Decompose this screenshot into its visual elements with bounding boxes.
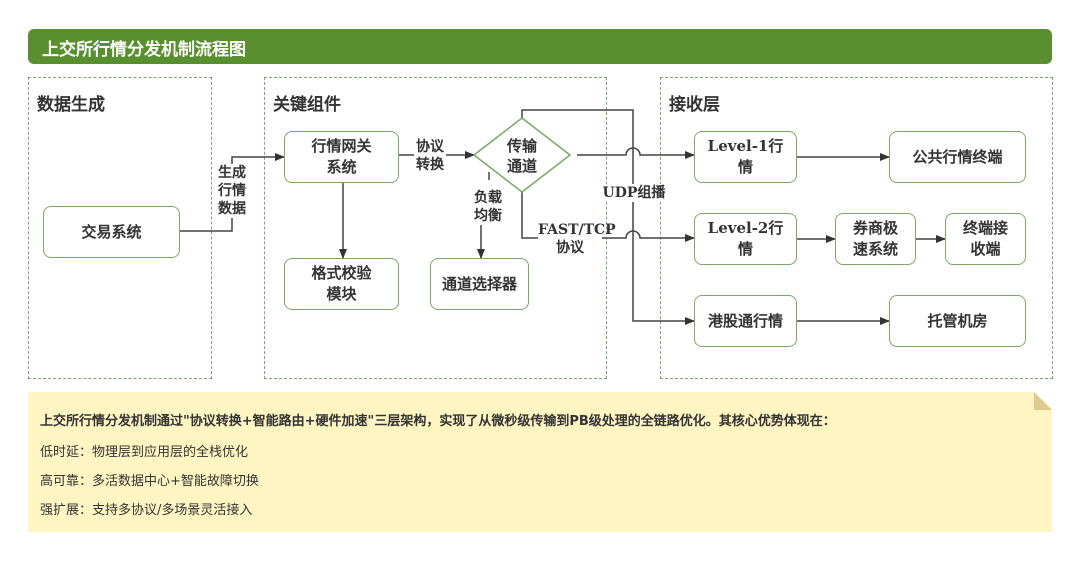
panel-title: 接收层: [669, 95, 720, 115]
panel-receive-layer: 接收层: [660, 77, 1053, 379]
channel-label: 传输通道: [506, 137, 537, 175]
node-trade-system: 交易系统: [43, 206, 180, 258]
edge-label-udp: UDP组播: [600, 184, 668, 202]
node-gateway: 行情网关系统: [284, 131, 399, 183]
note-item: 低时延：物理层到应用层的全栈优化: [40, 445, 249, 460]
page-title: 上交所行情分发机制流程图: [42, 40, 246, 60]
edge-channel-to-level1: [577, 147, 695, 159]
summary-note: 上交所行情分发机制通过"协议转换+智能路由+硬件加速"三层架构，实现了从微秒级传…: [28, 392, 1052, 532]
channel-diamond: [473, 117, 571, 193]
note-lead: 上交所行情分发机制通过"协议转换+智能路由+硬件加速"三层架构，实现了从微秒级传…: [40, 414, 836, 429]
node-hk-connect: 港股通行情: [694, 295, 797, 347]
panel-key-components: 关键组件: [264, 77, 607, 379]
note-item: 强扩展：支持多协议/多场景灵活接入: [40, 503, 253, 518]
node-level2: Level-2行情: [694, 213, 797, 265]
node-hosting: 托管机房: [889, 295, 1026, 347]
edge-channel-to-level2: [521, 192, 538, 239]
node-broker-fast: 券商极速系统: [835, 213, 916, 265]
node-terminal-recv: 终端接收端: [945, 213, 1026, 265]
edge-label-generate: 生成行情数据: [216, 164, 248, 218]
panel-data-generation: 数据生成: [28, 77, 212, 379]
edge-label-protocol-convert: 协议转换: [414, 138, 446, 174]
panel-title: 关键组件: [273, 95, 341, 115]
node-format-check: 格式校验模块: [284, 258, 399, 310]
node-level1: Level-1行情: [694, 131, 797, 183]
edge-label-load-balance: 负载均衡: [472, 189, 504, 225]
edge-label-fast-tcp: FAST/TCP协议: [538, 221, 616, 257]
note-item: 高可靠：多活数据中心+智能故障切换: [40, 474, 259, 489]
title-bar: 上交所行情分发机制流程图: [28, 29, 1052, 64]
note-fold-shadow: [1034, 392, 1052, 410]
edge-channel-to-hk: [521, 109, 695, 325]
node-channel-selector: 通道选择器: [430, 258, 529, 310]
edge-fast-tcp-to-level2: [600, 230, 695, 242]
node-public-terminal: 公共行情终端: [889, 131, 1026, 183]
panel-title: 数据生成: [37, 95, 105, 115]
